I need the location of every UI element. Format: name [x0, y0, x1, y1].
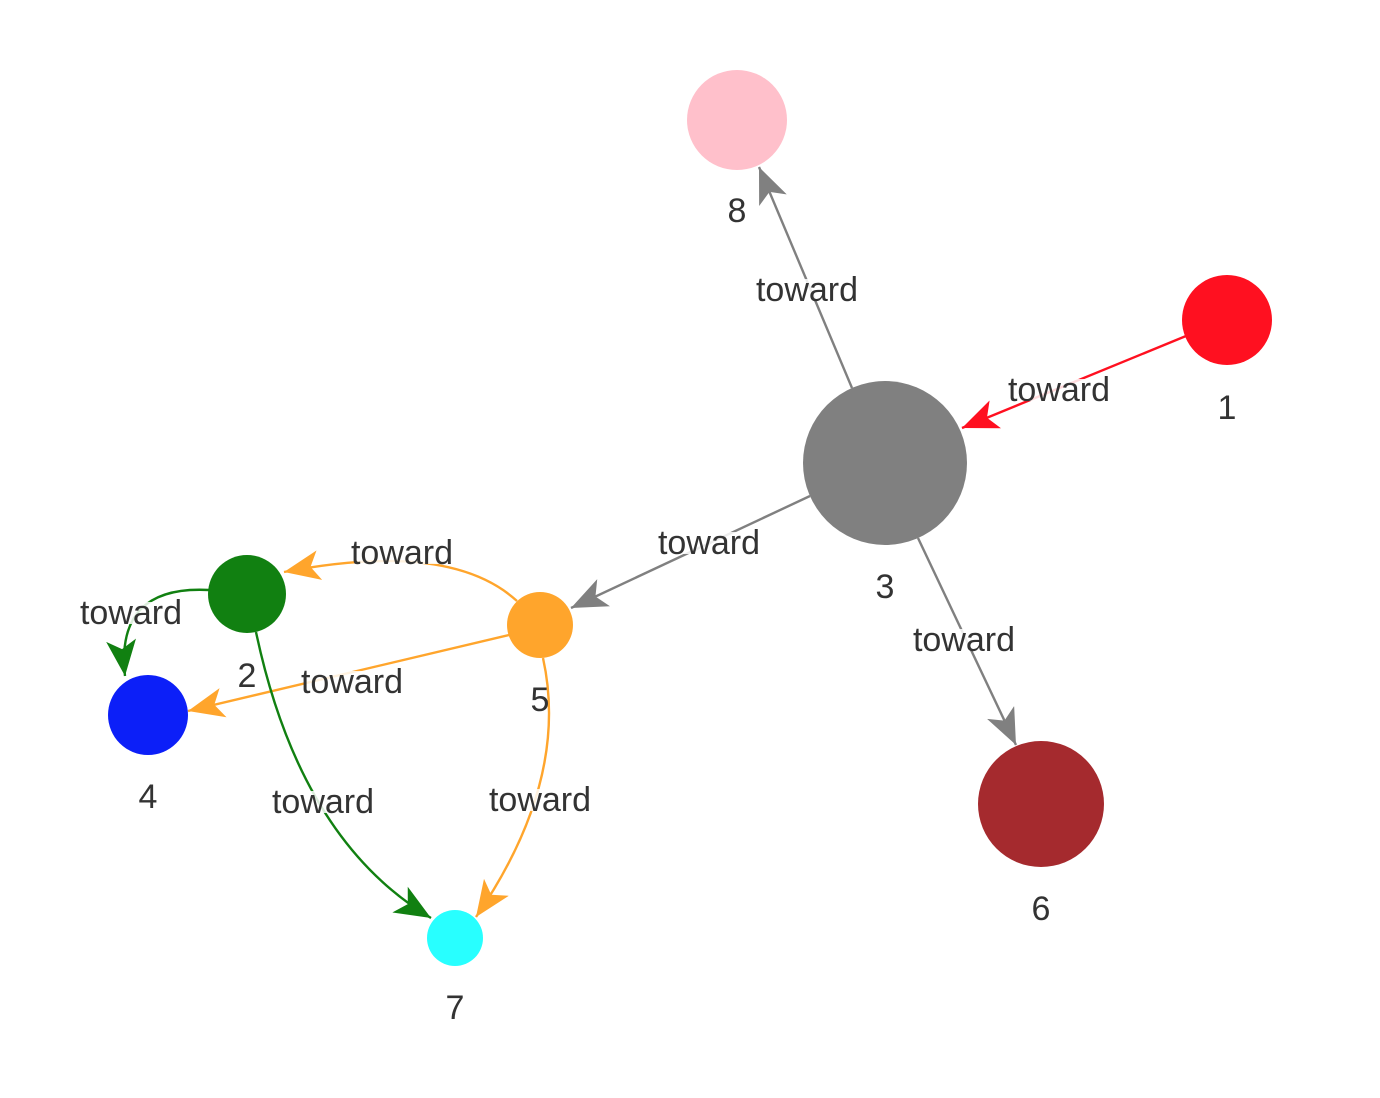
edge-labels-layer: toward toward toward toward toward toward towa… [80, 271, 1110, 821]
edge-label-2-to-4: toward [80, 594, 182, 632]
edge-label-background [661, 532, 757, 554]
node-label-8: 8 [728, 192, 747, 230]
edge-5-to-7 [475, 657, 551, 918]
nodes-layer: 1 2 3 4 5 6 7 8 [108, 70, 1272, 1027]
node-3[interactable] [803, 381, 967, 545]
edge-label-5-to-4: toward [301, 663, 403, 701]
edge-label-3-to-6: toward [913, 621, 1015, 659]
edge-label-1-to-3: toward [1008, 371, 1110, 409]
node-4[interactable] [108, 675, 188, 755]
node-2[interactable] [208, 555, 286, 633]
edge-label-background [83, 602, 179, 624]
node-label-1: 1 [1218, 389, 1237, 427]
edge-label-background [354, 542, 450, 564]
node-label-2: 2 [238, 657, 257, 695]
edge-label-background [916, 629, 1012, 651]
node-6[interactable] [978, 741, 1104, 867]
node-label-3: 3 [876, 568, 895, 606]
node-label-4: 4 [139, 778, 158, 816]
node-label-7: 7 [446, 989, 465, 1027]
edge-label-background [1011, 379, 1107, 401]
edge-label-5-to-7: toward [489, 781, 591, 819]
edge-label-background [275, 791, 371, 813]
edge-label-5-to-2: toward [351, 534, 453, 572]
node-8[interactable] [687, 70, 787, 170]
node-7[interactable] [427, 910, 483, 966]
edge-3-to-8 [757, 166, 854, 389]
edge-label-3-to-5: toward [658, 524, 760, 562]
edge-label-background [304, 671, 400, 693]
node-1[interactable] [1182, 275, 1272, 365]
node-5[interactable] [507, 592, 573, 658]
edge-label-background [492, 789, 588, 811]
node-label-5: 5 [531, 681, 550, 719]
edge-label-2-to-7: toward [272, 783, 374, 821]
node-label-6: 6 [1032, 890, 1051, 928]
edge-label-3-to-8: toward [756, 271, 858, 309]
edge-label-background [759, 279, 855, 301]
